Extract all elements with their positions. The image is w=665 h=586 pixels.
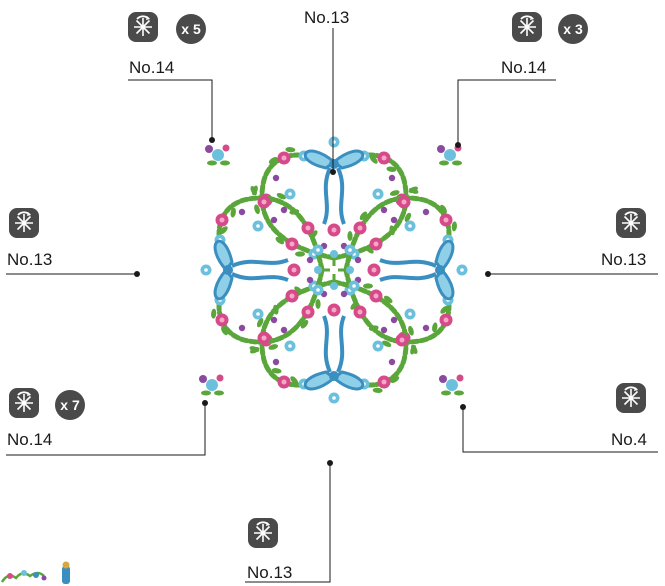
- callout-label-bottom-left: No.14: [7, 430, 53, 449]
- thumbnail-motif: [0, 561, 70, 584]
- callout-label-top: No.13: [304, 8, 350, 27]
- corner-flower-cluster: [437, 144, 462, 166]
- leader-line: [6, 400, 208, 456]
- leader-line: [460, 404, 658, 453]
- floral-bow-motif: [338, 187, 468, 354]
- callout-label-top-left: No.14: [129, 58, 175, 77]
- leader-line: [6, 271, 140, 277]
- callout-label-bottom-right: No.4: [611, 430, 647, 449]
- corner-flower-cluster: [199, 374, 224, 396]
- callout-label-bottom: No.13: [247, 563, 293, 582]
- rotate-stitch-icon: [616, 208, 646, 238]
- rotate-stitch-icon: [128, 12, 158, 42]
- repeat-count-badge: x 7: [55, 390, 85, 420]
- floral-bow-motif: [251, 136, 418, 266]
- rotate-stitch-icon: [616, 383, 646, 413]
- callout-label-right: No.13: [601, 250, 647, 269]
- leader-line: [455, 79, 556, 148]
- rotate-stitch-icon: [9, 208, 39, 238]
- repeat-count-badge: x 3: [558, 14, 588, 44]
- rotate-stitch-icon: [9, 388, 39, 418]
- leader-line: [330, 28, 336, 175]
- corner-flower-cluster: [205, 144, 230, 166]
- callout-label-top-right: No.14: [501, 58, 547, 77]
- floral-bow-motif: [200, 186, 330, 353]
- leader-line: [128, 79, 215, 143]
- leader-line: [485, 271, 658, 277]
- callout-label-left: No.13: [7, 250, 53, 269]
- rotate-stitch-icon: [248, 518, 278, 548]
- repeat-count-badge: x 5: [176, 14, 206, 44]
- floral-bow-motif: [250, 274, 417, 404]
- leader-line: [245, 460, 333, 583]
- corner-flower-cluster: [439, 374, 464, 396]
- rotate-stitch-icon: [512, 12, 542, 42]
